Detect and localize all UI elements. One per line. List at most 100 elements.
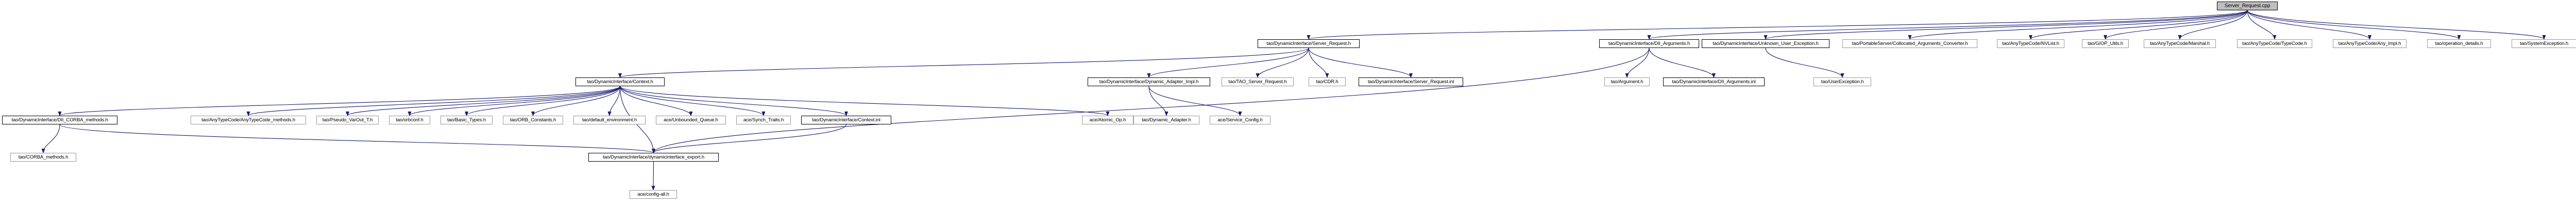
- graph-node-label: tao/AnyTypeCode/TypeCode.h: [2242, 40, 2307, 46]
- graph-node-label: tao/DynamicInterface/Server_Request.inl: [1367, 78, 1454, 85]
- graph-node-label: tao/DynamicInterface/Server_Request.h: [1266, 40, 1351, 46]
- graph-node[interactable]: tao/CORBA_methods.h: [10, 153, 76, 162]
- graph-node-label: tao/DynamicInterface/DII_Arguments.inl: [1672, 78, 1756, 85]
- graph-node-label: tao/default_environment.h: [582, 117, 637, 123]
- graph-edge: [2104, 10, 2248, 40]
- graph-edge: [652, 124, 847, 153]
- graph-edge: [408, 86, 621, 116]
- graph-edge: [2247, 10, 2277, 40]
- graph-edge: [2247, 10, 2371, 40]
- graph-node[interactable]: tao/orbconf.h: [389, 116, 430, 124]
- graph-node-label: tao/AnyTypeCode/Any_Impl.h: [2338, 40, 2401, 46]
- graph-edge: [618, 48, 1309, 78]
- graph-edge: [531, 86, 621, 116]
- graph-node-label: ace/Synch_Traits.h: [743, 117, 784, 123]
- graph-node[interactable]: tao/DynamicInterface/Server_Request.h: [1258, 39, 1360, 48]
- graph-node-label: tao/ORB_Constants.h: [510, 117, 556, 123]
- graph-node[interactable]: tao/GIOP_Utils.h: [2082, 39, 2129, 48]
- graph-node-label: ace/config-all.h: [637, 191, 669, 197]
- graph-node[interactable]: tao/ORB_Constants.h: [503, 116, 563, 124]
- graph-edge: [1148, 86, 1168, 116]
- graph-node-root[interactable]: Server_Request.cpp: [2217, 2, 2278, 10]
- graph-node-label: tao/DynamicInterface/DII_CORBA_methods.h: [11, 117, 108, 123]
- graph-node-label: tao/AnyTypeCode/NVList.h: [2002, 40, 2059, 46]
- graph-node[interactable]: tao/CDR.h: [1309, 77, 1346, 86]
- graph-edge: [1256, 48, 1309, 78]
- graph-node[interactable]: tao/DynamicInterface/Server_Request.inl: [1359, 77, 1463, 86]
- graph-node[interactable]: tao/TAO_Server_Request.h: [1222, 77, 1294, 86]
- graph-node-label: tao/UserException.h: [1821, 78, 1864, 85]
- graph-node-label: tao/GIOP_Utils.h: [2088, 40, 2123, 46]
- graph-node-label: tao/AnyTypeCode/Marshal.h: [2149, 40, 2210, 46]
- graph-node-label: tao/orbconf.h: [396, 117, 423, 123]
- graph-node[interactable]: tao/DynamicInterface/DII_Arguments.inl: [1663, 77, 1765, 86]
- graph-edge: [652, 48, 1650, 153]
- graph-edge: [2029, 10, 2248, 40]
- graph-node[interactable]: tao/Argument.h: [1604, 77, 1650, 86]
- graph-node-label: tao/Argument.h: [1611, 78, 1643, 85]
- graph-edge: [1147, 48, 1309, 78]
- graph-node-label: ace/Unbounded_Queue.h: [664, 117, 718, 123]
- graph-node[interactable]: tao/DynamicInterface/Context.h: [575, 77, 665, 86]
- graph-node-label: tao/DynamicInterface/Context.h: [587, 78, 653, 85]
- graph-edge: [619, 86, 766, 116]
- graph-edge: [1148, 86, 1242, 116]
- graph-node-label: tao/DynamicInterface/DII_Arguments.h: [1608, 40, 1690, 46]
- graph-edge: [1307, 10, 2248, 40]
- graph-node[interactable]: tao/AnyTypeCode/Marshal.h: [2144, 39, 2216, 48]
- graph-node[interactable]: tao/Basic_Types.h: [440, 116, 493, 124]
- graph-edge: [619, 86, 1110, 116]
- graph-edge: [1647, 10, 2248, 40]
- graph-node-label: tao/DynamicInterface/Dynamic_Adapter_Imp…: [1099, 78, 1199, 85]
- graph-node-label: Server_Request.cpp: [2224, 3, 2270, 9]
- graph-node[interactable]: ace/Synch_Traits.h: [736, 116, 791, 124]
- graph-edge: [465, 86, 621, 116]
- graph-node-label: tao/PortableServer/Collocated_Arguments_…: [1852, 40, 1968, 46]
- graph-node-label: tao/SystemException.h: [2519, 40, 2568, 46]
- graph-node-label: tao/CDR.h: [1316, 78, 1338, 85]
- graph-node[interactable]: tao/AnyTypeCode/AnyTypeCode_methods.h: [191, 116, 306, 124]
- graph-node[interactable]: ace/Atomic_Op.h: [1082, 116, 1133, 124]
- graph-edge: [619, 86, 848, 116]
- graph-node[interactable]: tao/DynamicInterface/dynamicinterface_ex…: [588, 153, 719, 162]
- graph-edge: [246, 86, 621, 116]
- graph-edge: [1308, 48, 1413, 78]
- graph-node-label: tao/Basic_Types.h: [447, 117, 486, 123]
- graph-node[interactable]: ace/Service_Config.h: [1210, 116, 1270, 124]
- graph-node-label: tao/DynamicInterface/Unknown_User_Except…: [1713, 40, 1819, 46]
- graph-node[interactable]: tao/SystemException.h: [2512, 39, 2576, 48]
- graph-node-label: tao/CORBA_methods.h: [18, 154, 69, 160]
- graph-edge: [607, 86, 621, 116]
- graph-node[interactable]: tao/default_environment.h: [573, 116, 646, 124]
- graph-edge: [1765, 48, 1844, 78]
- graph-edge: [346, 86, 621, 116]
- graph-node-label: ace/Atomic_Op.h: [1089, 117, 1126, 123]
- graph-node[interactable]: tao/Pseudo_VarOut_T.h: [316, 116, 379, 124]
- graph-node[interactable]: tao/DynamicInterface/Context.inl: [801, 116, 891, 124]
- graph-node-label: tao/Pseudo_VarOut_T.h: [322, 117, 373, 123]
- graph-node[interactable]: tao/PortableServer/Collocated_Arguments_…: [1842, 39, 1977, 48]
- graph-edge: [651, 161, 655, 191]
- graph-node-label: tao/DynamicInterface/Context.inl: [812, 117, 880, 123]
- graph-node[interactable]: tao/Dynamic_Adapter.h: [1133, 116, 1199, 124]
- graph-node[interactable]: tao/operation_details.h: [2427, 39, 2491, 48]
- graph-node[interactable]: tao/DynamicInterface/Dynamic_Adapter_Imp…: [1088, 77, 1210, 86]
- graph-node-label: tao/DynamicInterface/dynamicinterface_ex…: [603, 154, 704, 160]
- graph-node-label: tao/operation_details.h: [2435, 40, 2483, 46]
- graph-edge: [1649, 48, 1716, 78]
- graph-node[interactable]: tao/AnyTypeCode/Any_Impl.h: [2333, 39, 2406, 48]
- graph-edge: [2247, 10, 2546, 40]
- graph-edge: [1764, 10, 2248, 40]
- graph-node[interactable]: tao/DynamicInterface/Unknown_User_Except…: [1702, 39, 1829, 48]
- graph-node[interactable]: tao/UserException.h: [1814, 77, 1871, 86]
- graph-node[interactable]: ace/config-all.h: [630, 190, 677, 199]
- graph-node[interactable]: tao/DynamicInterface/DII_Arguments.h: [1599, 39, 1699, 48]
- graph-node[interactable]: tao/AnyTypeCode/NVList.h: [1997, 39, 2064, 48]
- graph-node[interactable]: tao/DynamicInterface/DII_CORBA_methods.h: [2, 116, 117, 124]
- graph-edge: [619, 86, 693, 116]
- graph-node[interactable]: ace/Unbounded_Queue.h: [656, 116, 726, 124]
- graph-edge: [59, 124, 655, 153]
- graph-node[interactable]: tao/AnyTypeCode/TypeCode.h: [2237, 39, 2312, 48]
- graph-edge: [1625, 48, 1650, 78]
